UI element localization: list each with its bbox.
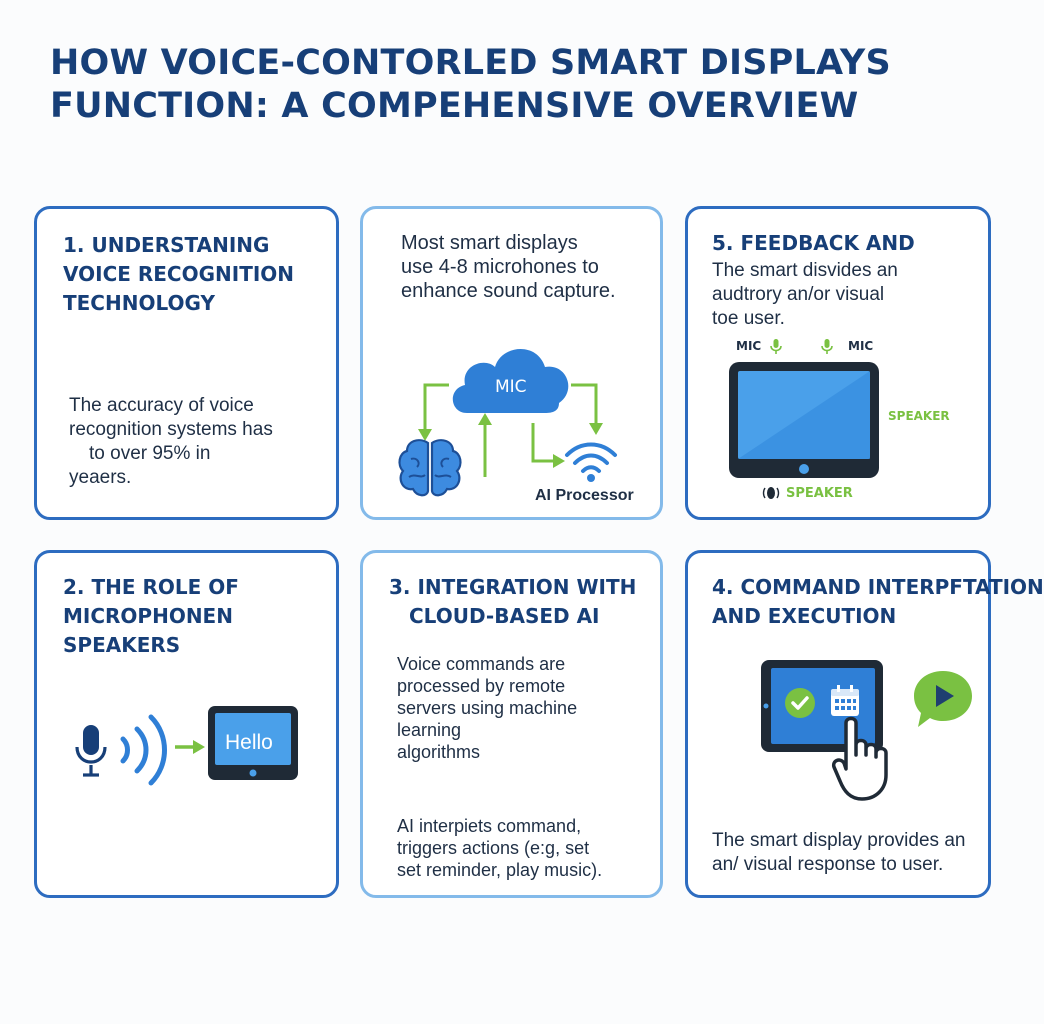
body-line: learning: [397, 720, 462, 740]
body-line: audtrory an/or visual: [712, 284, 885, 305]
body-line: enhance sound capture.: [401, 280, 616, 302]
heading-line: SPEAKERS: [63, 633, 181, 657]
arrow-icon: [175, 740, 205, 754]
smart-display-icon: [208, 706, 298, 780]
pointing-hand-icon: [831, 716, 888, 801]
play-bubble-icon: [914, 671, 972, 727]
body-line: Most smart displays: [401, 232, 578, 254]
speaker-label-bottom: SPEAKER: [786, 486, 853, 501]
arrow-cloud-to-brain: [423, 383, 449, 431]
card-microphones: Most smart displays use 4-8 microhones t…: [360, 206, 663, 520]
card-body: Most smart displays use 4-8 microhones t…: [401, 231, 616, 303]
screen-text: Hello: [225, 731, 273, 754]
card-body-secondary: AI interpiets command, triggers actions …: [397, 815, 602, 881]
microphone-icon: [770, 339, 782, 354]
body-line: AI interpiets command,: [397, 816, 582, 836]
card-heading: 4. COMMAND INTERPFTATION AND EXECUTION: [712, 573, 1044, 631]
checkmark-icon: [785, 688, 815, 718]
body-line: toe user.: [712, 308, 785, 329]
card-heading: 2. THE ROLE OF MICROPHONEN SPEAKERS: [63, 573, 239, 660]
body-line: use 4-8 microhones to: [401, 256, 599, 278]
card-role: 2. THE ROLE OF MICROPHONEN SPEAKERS Hell…: [34, 550, 339, 898]
smart-display-icon: [729, 362, 879, 478]
speaker-icon: [762, 487, 780, 499]
title-line-2: FUNCTION: A COMPEHENSIVE OVERVIEW: [50, 86, 859, 126]
card-body: The smart display provides an an/ visual…: [712, 829, 965, 877]
body-line: servers using machine: [397, 698, 578, 718]
body-line: The smart disvides an: [712, 260, 898, 281]
heading-line: 3. INTEGRATION WITH: [389, 575, 637, 599]
arrowhead: [589, 423, 603, 435]
heading-line: CLOUD-BASED AI: [409, 604, 600, 628]
body-line: algorithms: [397, 742, 481, 762]
page-title: HOW VOICE-CONTORLED SMART DISPLAYS FUNCT…: [50, 42, 990, 128]
ai-processor-label: AI Processor: [535, 487, 634, 504]
arrow-cloud-to-wifi: [571, 383, 598, 425]
body-line: The accuracy of voice: [69, 395, 254, 416]
wifi-icon: [565, 442, 617, 482]
cloud-label: MIC: [495, 377, 527, 397]
card-body: Voice commands are processed by remote s…: [397, 653, 577, 763]
mic-label-left: MIC: [736, 339, 762, 353]
flow-arrows: [418, 383, 603, 477]
arrowhead: [478, 413, 492, 425]
heading-line: 4. COMMAND INTERPFTATION: [712, 575, 1044, 599]
heading-line: VOICE RECOGNITION: [63, 262, 295, 286]
body-line: The smart display provides an: [712, 830, 966, 851]
body-line: processed by remote: [397, 676, 566, 696]
card-body: The smart disvides an audtrory an/or vis…: [712, 259, 898, 331]
calendar-icon: [831, 685, 859, 716]
heading-line: MICROPHONEN: [63, 604, 233, 628]
card-understanding: 1. UNDERSTANING VOICE RECOGNITION TECHNO…: [34, 206, 339, 520]
card-heading: 3. INTEGRATION WITH CLOUD-BASED AI: [389, 573, 636, 631]
arrowhead: [553, 454, 565, 468]
card-command: 4. COMMAND INTERPFTATION AND EXECUTION T…: [685, 550, 1044, 898]
card-heading: 5. FEEDBACK AND: [712, 231, 915, 255]
heading-line: 2. THE ROLE OF: [63, 575, 239, 599]
heading-line: AND EXECUTION: [712, 604, 897, 628]
heading-line: 1. UNDERSTANING: [63, 233, 270, 257]
arrow-to-processor: [531, 423, 555, 463]
mic-label-right: MIC: [848, 339, 874, 353]
heading-line: TECHNOLOGY: [63, 291, 215, 315]
sound-waves-icon: [120, 714, 167, 786]
body-line: recognition systems has: [69, 419, 273, 440]
arrowhead: [418, 429, 432, 441]
body-line: yeaers.: [69, 467, 132, 488]
body-line: triggers actions (e:g, set: [397, 838, 590, 858]
body-line: to over 95% in: [89, 443, 211, 464]
card-integration: 3. INTEGRATION WITH CLOUD-BASED AI Voice…: [360, 550, 663, 898]
cloud-icon: [452, 348, 569, 413]
body-line: set reminder, play music).: [397, 860, 603, 880]
title-line-1: HOW VOICE-CONTORLED SMART DISPLAYS: [50, 43, 891, 83]
microphone-icon: [821, 339, 833, 354]
card-feedback: 5. FEEDBACK AND The smart disvides an au…: [685, 206, 991, 520]
card-heading: 1. UNDERSTANING VOICE RECOGNITION TECHNO…: [63, 231, 294, 318]
card-body: The accuracy of voice recognition system…: [69, 394, 273, 490]
body-line: an/ visual response to user.: [712, 854, 944, 875]
body-line: Voice commands are: [397, 654, 566, 674]
brain-icon: [398, 439, 462, 497]
microphone-icon: [75, 725, 107, 777]
speaker-label-right: SPEAKER: [888, 409, 950, 423]
